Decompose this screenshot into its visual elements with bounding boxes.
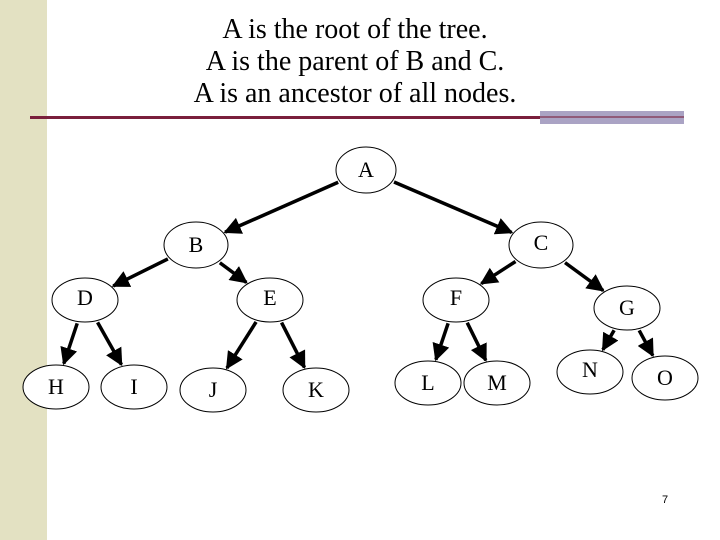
edge-A-B — [223, 180, 339, 234]
node-ellipse-E — [236, 277, 304, 323]
tree-node-K: K — [282, 367, 350, 413]
node-label-O: O — [657, 365, 673, 390]
edge-E-J — [225, 321, 258, 370]
edge-G-O — [637, 329, 655, 358]
node-label-E: E — [263, 285, 276, 310]
tree-node-J: J — [179, 367, 247, 413]
node-ellipse-J — [179, 367, 247, 413]
node-ellipse-K — [282, 367, 350, 413]
slide-title: A is the root of the tree. A is the pare… — [80, 14, 630, 110]
edge-D-I — [96, 321, 123, 367]
node-ellipse-H — [22, 364, 90, 410]
sidebar-bar — [0, 0, 47, 540]
tree-node-O: O — [631, 355, 699, 401]
edge-E-K — [279, 321, 307, 369]
node-label-H: H — [48, 374, 64, 399]
tree-node-G: G — [593, 285, 661, 331]
node-ellipse-C — [508, 221, 574, 269]
node-label-C: C — [534, 230, 549, 255]
edge-A-C — [393, 180, 514, 235]
node-label-F: F — [450, 285, 462, 310]
edge-B-D — [111, 257, 169, 288]
node-ellipse-N — [556, 349, 624, 395]
tree-node-N: N — [556, 349, 624, 395]
title-line-1: A is the root of the tree. — [222, 14, 488, 45]
title-line-3: A is an ancestor of all nodes. — [193, 78, 517, 109]
node-label-A: A — [358, 157, 374, 182]
node-label-G: G — [619, 295, 635, 320]
node-label-L: L — [421, 370, 434, 395]
node-ellipse-M — [463, 360, 531, 406]
node-ellipse-L — [394, 360, 462, 406]
edge-F-L — [432, 322, 450, 362]
tree-node-E: E — [236, 277, 304, 323]
title-divider — [30, 116, 540, 119]
node-label-D: D — [77, 285, 93, 310]
edge-G-N — [601, 329, 619, 352]
tree-node-H: H — [22, 364, 90, 410]
node-label-J: J — [209, 377, 218, 402]
node-ellipse-I — [100, 364, 168, 410]
edge-B-E — [218, 261, 248, 284]
tree-node-L: L — [394, 360, 462, 406]
tree-node-F: F — [422, 277, 490, 323]
edge-F-M — [465, 321, 488, 362]
tree-node-B: B — [163, 221, 229, 269]
node-ellipse-F — [422, 277, 490, 323]
edge-C-F — [479, 260, 517, 286]
node-label-M: M — [487, 370, 507, 395]
node-ellipse-O — [631, 355, 699, 401]
edge-D-H — [60, 322, 79, 366]
title-line-2: A is the parent of B and C. — [205, 46, 505, 77]
node-label-B: B — [189, 232, 204, 257]
tree-node-C: C — [508, 221, 574, 269]
tree-node-D: D — [51, 277, 119, 323]
node-ellipse-B — [163, 221, 229, 269]
node-label-K: K — [308, 377, 324, 402]
page-number: 7 — [662, 494, 669, 506]
title-divider-accent-line — [540, 116, 684, 118]
tree-node-I: I — [100, 364, 168, 410]
node-label-N: N — [582, 357, 598, 382]
tree-node-A: A — [335, 146, 397, 194]
node-ellipse-D — [51, 277, 119, 323]
edge-C-G — [563, 261, 605, 292]
tree-node-M: M — [463, 360, 531, 406]
node-ellipse-G — [593, 285, 661, 331]
node-label-I: I — [130, 374, 137, 399]
node-ellipse-A — [335, 146, 397, 194]
